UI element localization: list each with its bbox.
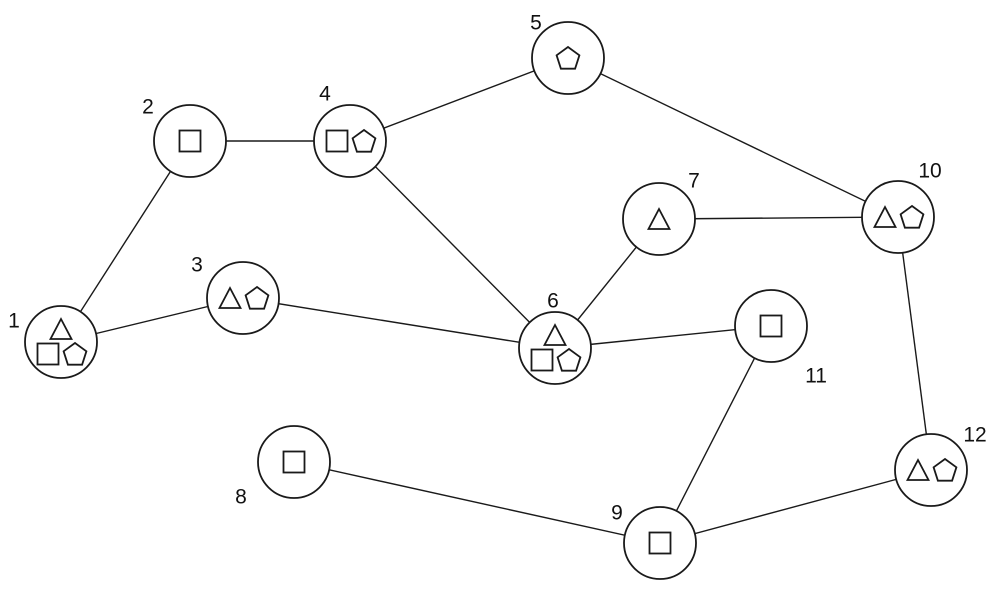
node-11-label: 11 (805, 365, 827, 388)
triangle-icon (906, 458, 930, 481)
triangle-icon (218, 286, 242, 309)
node-6: 6 (518, 290, 592, 385)
node-6-label: 6 (547, 290, 559, 313)
edge-11-9 (659, 325, 772, 544)
node-3-label: 3 (191, 254, 203, 277)
triangle-icon (873, 205, 897, 228)
node-10: 10 (861, 160, 942, 254)
node-2-label: 2 (142, 96, 154, 119)
pentagon-icon (244, 285, 270, 310)
square-icon (178, 129, 202, 153)
node-9-label: 9 (611, 502, 623, 525)
node-8: 8 (235, 425, 331, 509)
edge-5-10 (567, 57, 899, 218)
edge-8-9 (293, 461, 661, 544)
node-2: 2 (142, 96, 227, 178)
edge-9-12 (659, 469, 932, 544)
node-8-label: 8 (235, 486, 247, 509)
square-icon (648, 531, 672, 555)
node-1-label: 1 (8, 310, 20, 333)
edge-4-5 (349, 57, 569, 142)
node-circle (24, 305, 98, 379)
pentagon-icon (899, 204, 925, 229)
edge-1-2 (60, 140, 191, 343)
node-5: 5 (530, 12, 605, 95)
pentagon-icon (932, 457, 958, 482)
square-icon (759, 314, 783, 338)
edge-7-10 (658, 216, 899, 220)
node-circle (894, 433, 968, 507)
node-1: 1 (8, 305, 98, 379)
node-10-label: 10 (918, 160, 941, 183)
node-12-label: 12 (963, 424, 986, 447)
square-icon (530, 348, 554, 372)
node-7-label: 7 (688, 170, 700, 193)
pentagon-icon (62, 341, 88, 366)
triangle-icon (49, 317, 73, 340)
pentagon-icon (351, 128, 377, 153)
node-circle (861, 180, 935, 254)
node-circle (206, 261, 280, 335)
square-icon (282, 450, 306, 474)
triangle-icon (647, 207, 671, 230)
node-3: 3 (191, 254, 280, 335)
node-circle (313, 104, 387, 178)
edge-10-12 (897, 216, 932, 471)
triangle-icon (543, 323, 567, 346)
node-9: 9 (611, 502, 697, 580)
pentagon-icon (555, 45, 581, 70)
node-4-label: 4 (319, 83, 331, 106)
pentagon-icon (556, 347, 582, 372)
node-5-label: 5 (530, 12, 542, 35)
square-icon (36, 342, 60, 366)
node-circle (518, 311, 592, 385)
edges (60, 57, 932, 544)
node-12: 12 (894, 424, 987, 507)
node-4: 4 (313, 83, 387, 178)
square-icon (325, 129, 349, 153)
node-7: 7 (622, 170, 700, 256)
edge-3-6 (242, 297, 556, 349)
edge-4-6 (349, 140, 556, 349)
node-11: 11 (734, 289, 827, 388)
